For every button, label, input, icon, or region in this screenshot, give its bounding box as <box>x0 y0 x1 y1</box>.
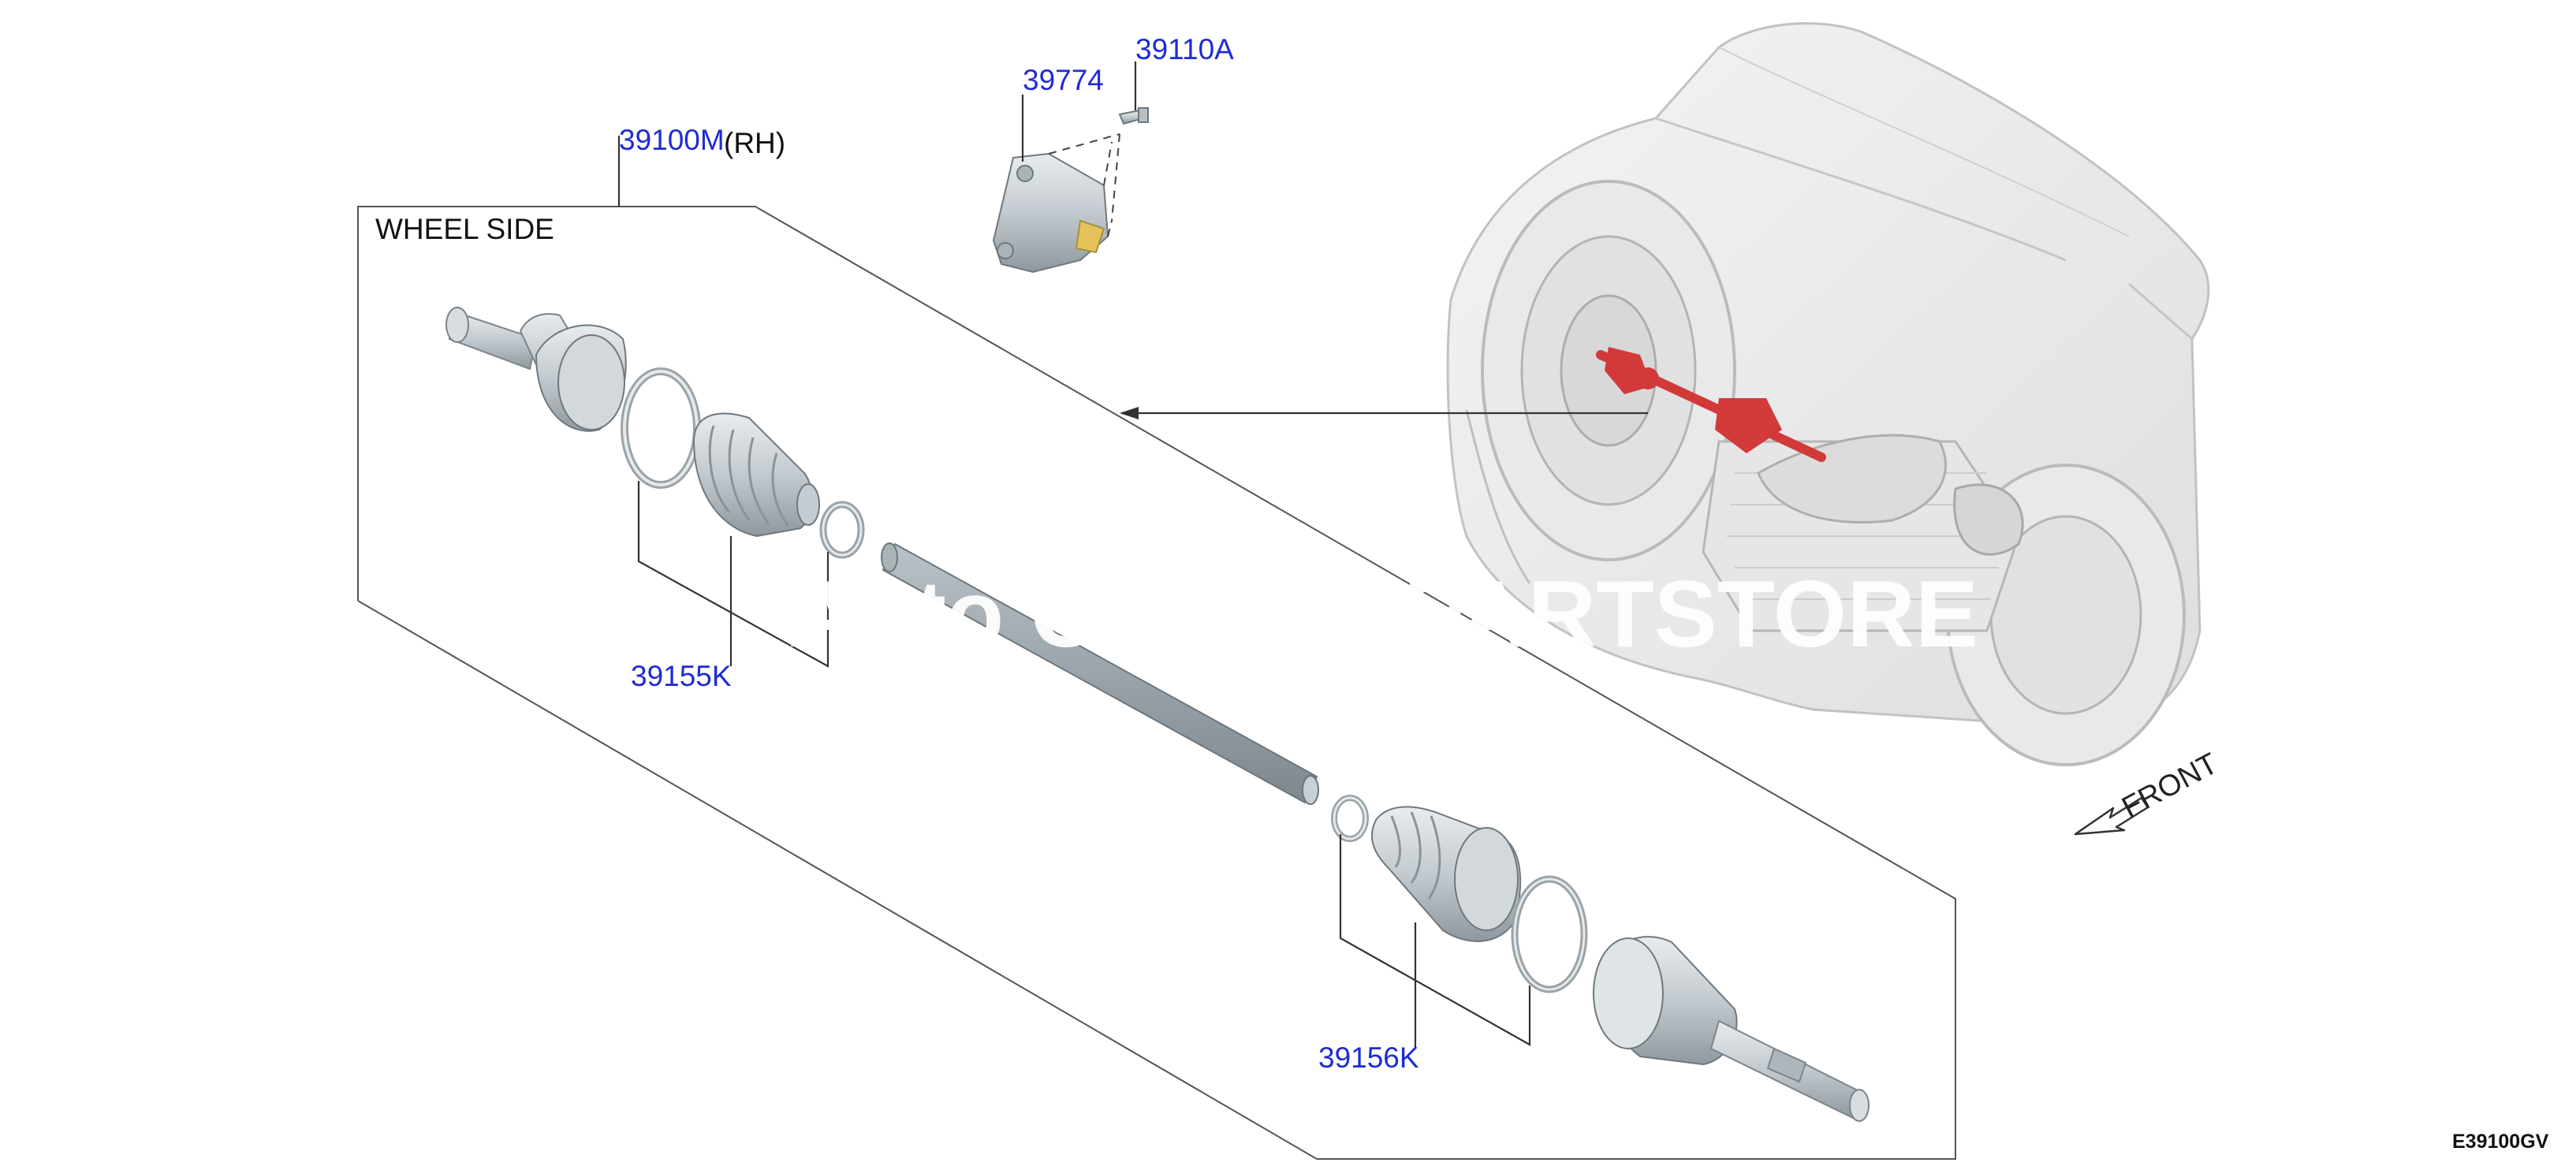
part-label-39156k[interactable]: 39156K <box>1318 1041 1419 1074</box>
highlighted-driveshaft <box>1596 347 1826 462</box>
assembly-side-label: (RH) <box>724 127 785 159</box>
drive-shaft[interactable] <box>881 542 1319 805</box>
inner-side-boot[interactable] <box>1371 806 1522 942</box>
diagram-code: E39100GV <box>2452 1131 2549 1153</box>
assembly-frame <box>357 136 1956 1160</box>
part-label-39110a[interactable]: 39110A <box>1135 33 1234 65</box>
watermark: Auto Catalog PARTSTORE <box>788 561 1978 667</box>
front-arrow-icon <box>2074 796 2149 836</box>
leader-lines <box>637 61 1531 1049</box>
wheel-side-ring[interactable] <box>621 367 701 489</box>
inner-side-ring[interactable] <box>1511 875 1588 993</box>
wheel-side-cv-joint[interactable] <box>445 307 627 432</box>
part-label-39155k[interactable]: 39155K <box>631 660 732 692</box>
inner-side-cv-joint[interactable] <box>1593 936 1870 1122</box>
part-label-39100m[interactable]: 39100M <box>619 124 725 156</box>
wheel-side-label: WHEEL SIDE <box>375 213 554 245</box>
reference-pointer <box>1120 407 1648 419</box>
wheel-side-boot[interactable] <box>692 412 820 538</box>
wheel-side-clamp[interactable] <box>819 501 865 559</box>
inner-side-clamp[interactable] <box>1331 795 1369 842</box>
vehicle-illustration <box>1446 22 2210 766</box>
bolt-part[interactable] <box>1118 107 1149 125</box>
part-label-39774[interactable]: 39774 <box>1023 64 1104 96</box>
bracket-part[interactable] <box>992 133 1120 274</box>
front-label: FRONT <box>2117 747 2224 825</box>
